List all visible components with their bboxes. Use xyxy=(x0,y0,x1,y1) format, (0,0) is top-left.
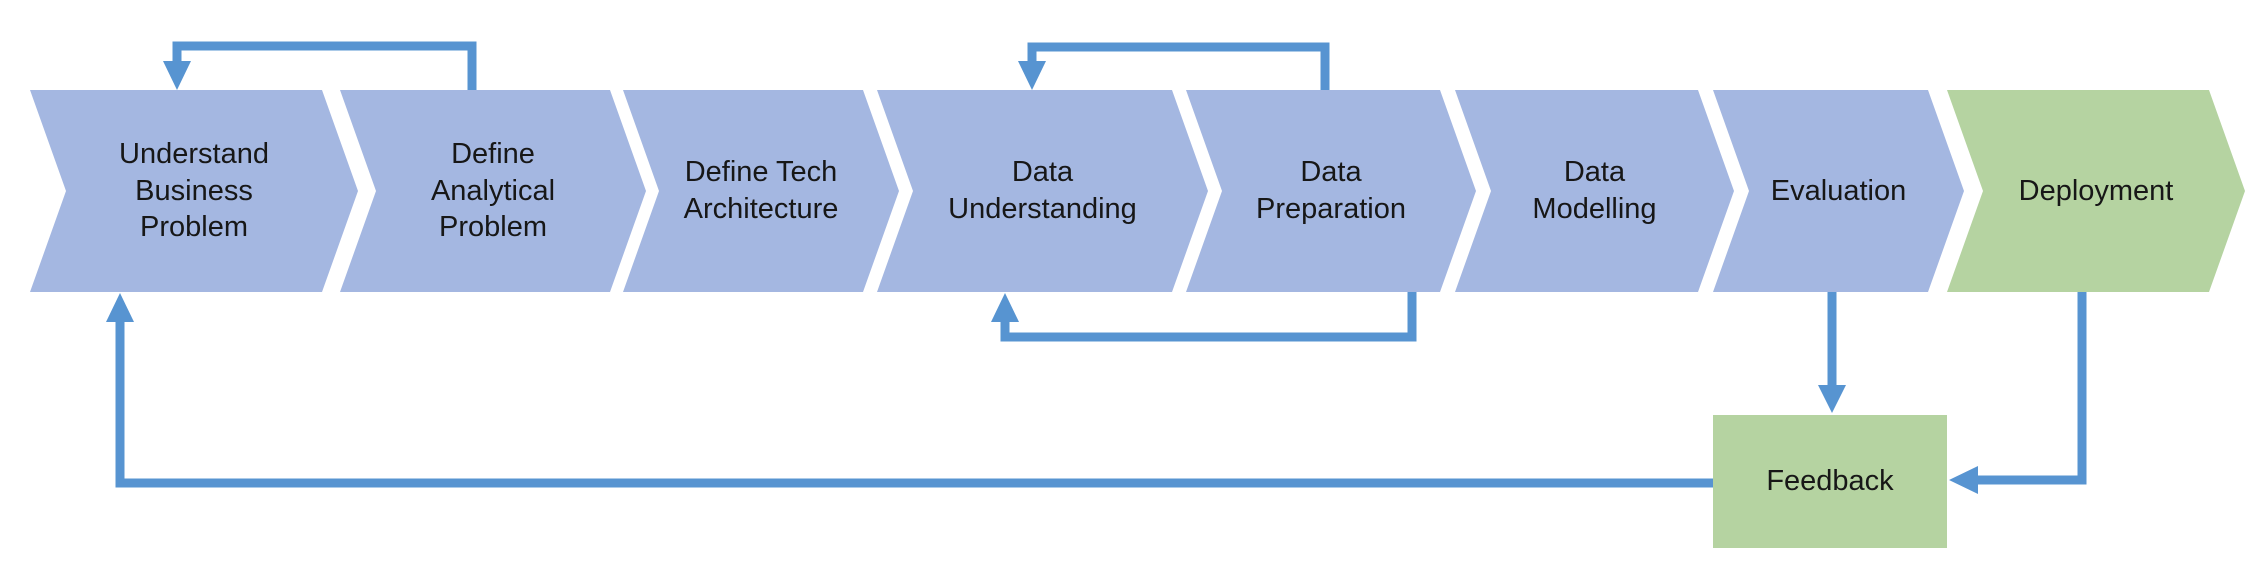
arrow-evaluation-to-feedback xyxy=(1818,292,1846,413)
stage-chevron-data-understanding: Data Understanding xyxy=(877,90,1208,292)
stage-label: Evaluation xyxy=(1770,174,1907,207)
feedback-box: Feedback xyxy=(1713,415,1947,548)
arrow-define-analytical-to-understand-business xyxy=(163,41,477,90)
arrow-data-preparation-to-data-understanding xyxy=(1018,42,1330,90)
stage-label: Define Tech Architecture xyxy=(683,156,839,225)
stage-label: Data Modelling xyxy=(1532,156,1657,225)
stage-label: Data Preparation xyxy=(1256,156,1406,225)
arrow-feedback-to-understand-business xyxy=(106,293,1713,488)
stage-chevron-understand-business-problem: Understand Business Problem xyxy=(30,90,358,292)
stage-label: Deployment xyxy=(2018,174,2174,207)
stage-chevron-deployment: Deployment xyxy=(1947,90,2245,292)
stage-chevron-define-analytical-problem: Define Analytical Problem xyxy=(340,90,646,292)
stage-chevron-data-modelling: Data Modelling xyxy=(1455,90,1734,292)
feedback-label: Feedback xyxy=(1766,465,1894,497)
stage-label: Data Understanding xyxy=(948,156,1137,225)
stage-chevron-data-preparation: Data Preparation xyxy=(1186,90,1476,292)
stage-chevron-define-tech-architecture: Define Tech Architecture xyxy=(623,90,899,292)
stage-label: Define Analytical Problem xyxy=(430,137,556,244)
arrow-deployment-to-feedback xyxy=(1949,292,2087,494)
stage-chevron-evaluation: Evaluation xyxy=(1713,90,1964,292)
arrow-data-modelling-to-data-understanding xyxy=(991,292,1417,342)
stage-label: Understand Business Problem xyxy=(119,137,269,244)
